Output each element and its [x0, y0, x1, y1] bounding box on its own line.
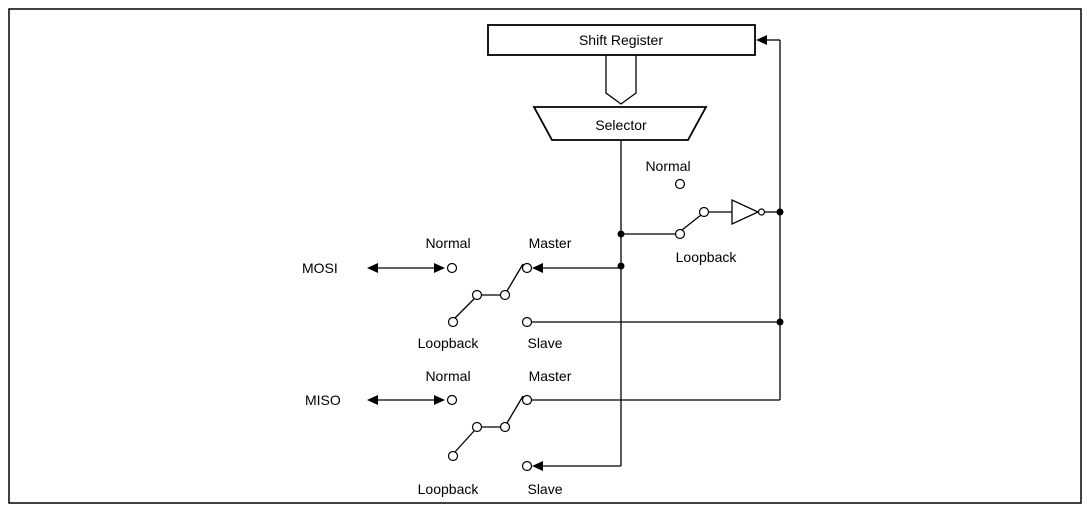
inverter-buffer [731, 198, 760, 226]
miso-loopback-terminal [447, 450, 459, 462]
mosi-signal-label: MOSI [302, 260, 338, 276]
mosi-normal-label: Normal [425, 235, 470, 251]
parallel-bus-arrow [605, 55, 637, 105]
mosi-slave-label: Slave [527, 335, 562, 351]
miso-slave-label: Slave [527, 481, 562, 497]
loopback-switch-loopback-terminal [674, 228, 686, 240]
loopback-switch-normal-terminal [674, 178, 686, 190]
miso-left-switch-lever [454, 430, 475, 453]
miso-right-switch-lever [506, 395, 524, 424]
mosi-section: MOSI Normal Loopback Master Slave [302, 235, 780, 351]
mosi-left-common-terminal [471, 289, 483, 301]
miso-left-common-terminal [471, 421, 483, 433]
loopback-switch-common-terminal [698, 206, 710, 218]
miso-loopback-label: Loopback [418, 481, 480, 497]
shift-register-label: Shift Register [579, 32, 663, 48]
mosi-master-label: Master [529, 235, 572, 251]
miso-master-label: Master [529, 368, 572, 384]
diagram-frame [8, 8, 1082, 504]
mosi-right-switch-lever [506, 263, 524, 292]
miso-right-common-terminal [499, 421, 511, 433]
selector-label: Selector [595, 117, 647, 133]
mosi-normal-terminal [446, 262, 458, 274]
miso-master-terminal [521, 394, 533, 406]
miso-section: MISO Normal Loopback Master Slave [305, 368, 780, 497]
miso-slave-terminal [521, 460, 533, 472]
mosi-right-common-terminal [499, 289, 511, 301]
miso-normal-terminal [446, 394, 458, 406]
mosi-master-terminal [521, 262, 533, 274]
shift-register-block: Shift Register [487, 24, 756, 56]
loopback-switch: Normal Loopback [621, 158, 737, 265]
mosi-loopback-label: Loopback [418, 335, 480, 351]
miso-normal-label: Normal [425, 368, 470, 384]
selector-block: Selector [532, 106, 708, 141]
mosi-slave-terminal [521, 316, 533, 328]
inverter-bubble [757, 208, 766, 216]
shift-register-input-arrow [756, 35, 767, 45]
miso-signal-label: MISO [305, 392, 341, 408]
mosi-left-switch-lever [454, 298, 475, 319]
loopback-switch-loopback-label: Loopback [676, 249, 738, 265]
loopback-switch-normal-label: Normal [645, 158, 690, 174]
mosi-loopback-terminal [447, 316, 459, 328]
loopback-switch-lever [681, 214, 702, 231]
